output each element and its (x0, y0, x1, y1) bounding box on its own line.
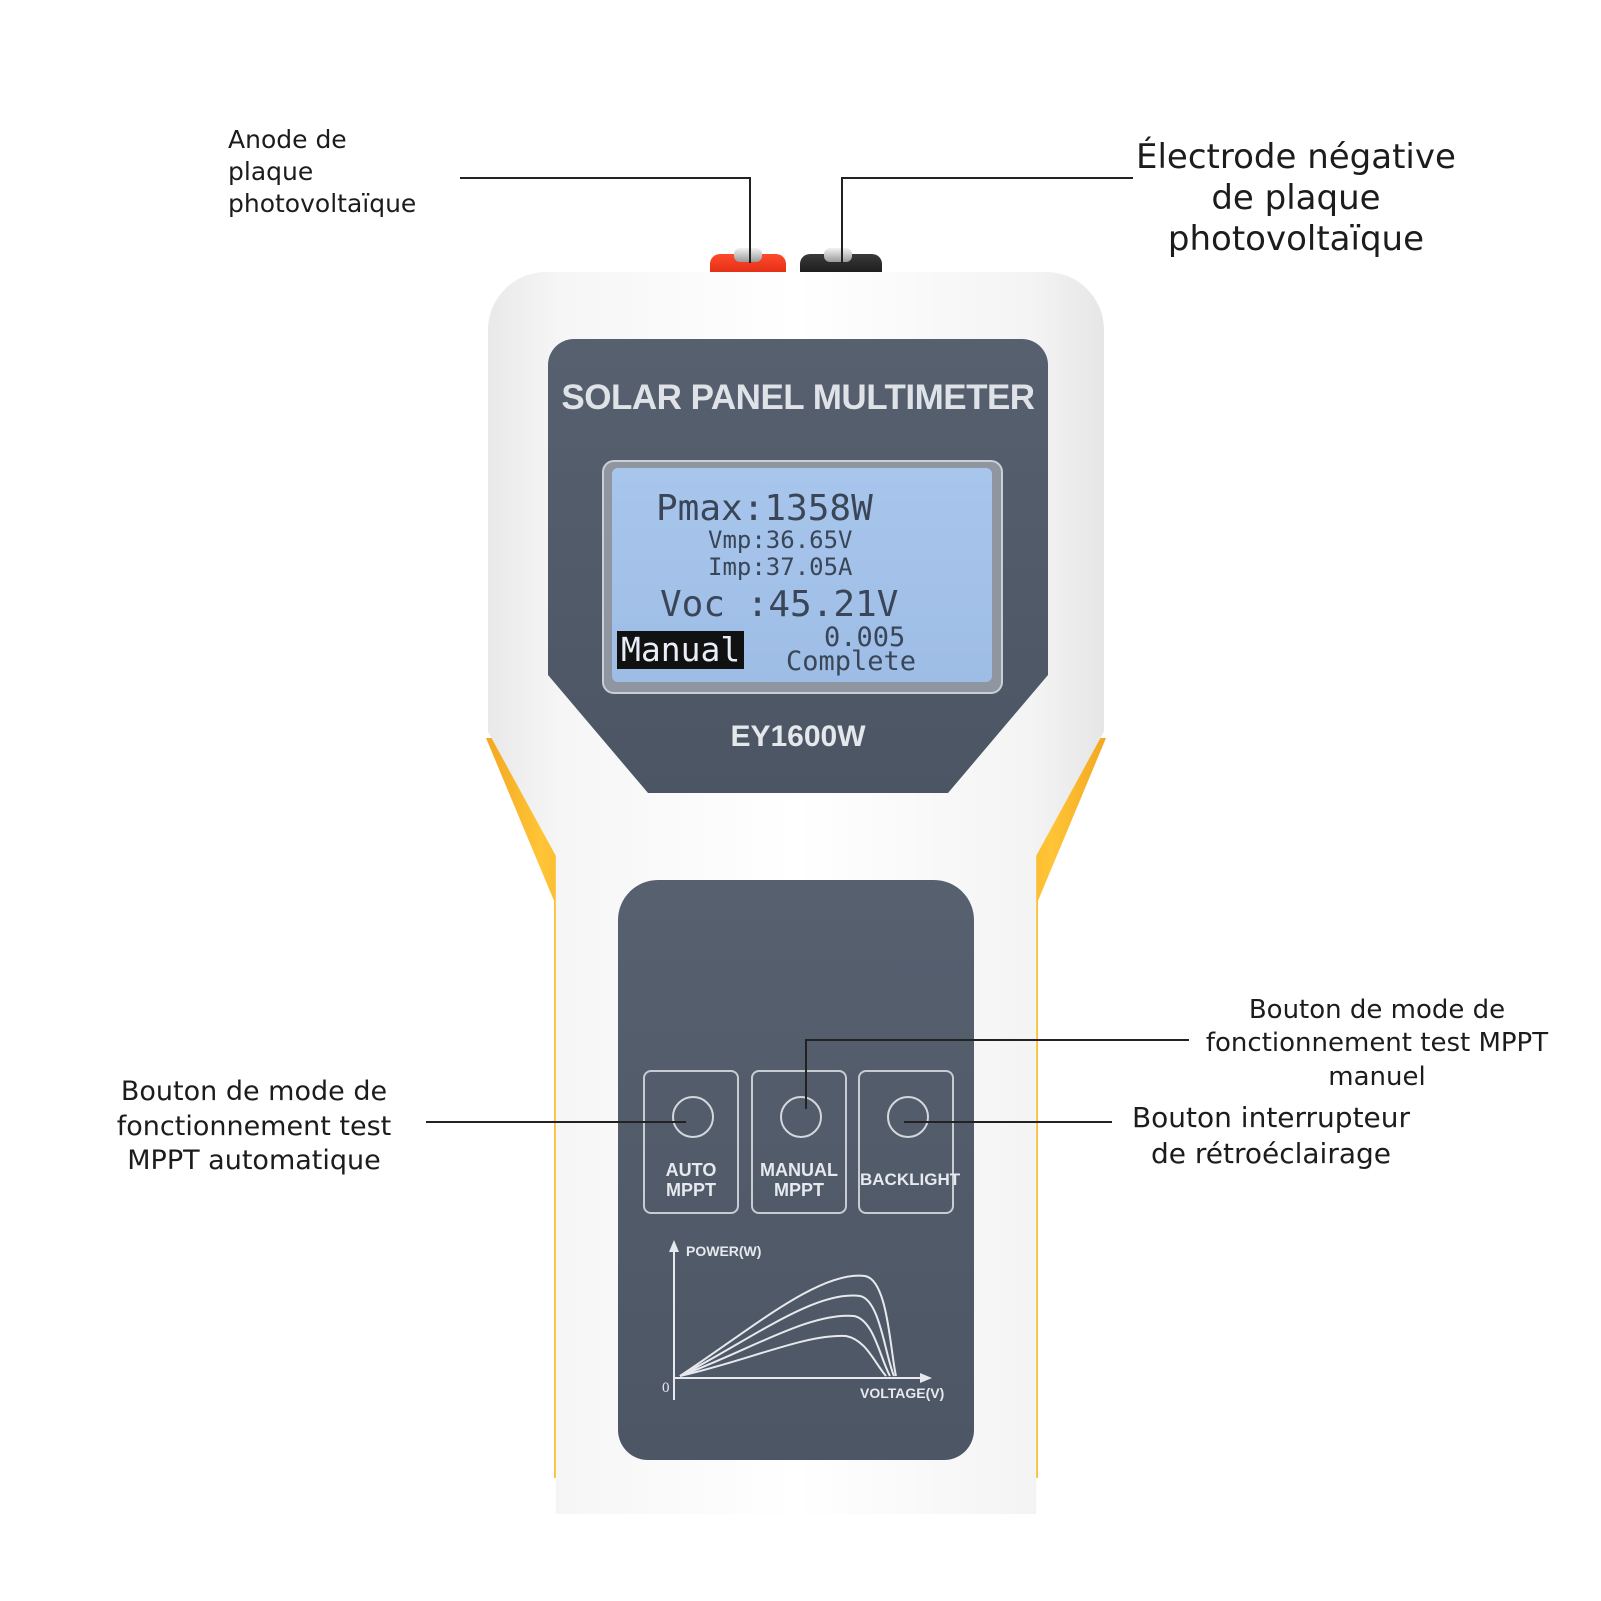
callout-manual-line3: manuel (1328, 1061, 1426, 1092)
power-curve (679, 1334, 887, 1377)
callout-anode-line2: plaque (228, 157, 314, 186)
callout-anode: Anode de plaque photovoltaïque (228, 124, 416, 220)
lcd-status: Complete (786, 646, 917, 677)
lcd-value: 0.005 (824, 622, 906, 653)
power-curve (679, 1314, 891, 1377)
callout-anode-line1: Anode de (228, 125, 347, 154)
callout-negative-line2: de plaque (1211, 177, 1381, 218)
callout-auto-mppt: Bouton de mode de fonctionnement test MP… (106, 1075, 402, 1179)
button-circle-icon (887, 1096, 929, 1138)
leader-line (426, 1121, 686, 1123)
callout-negative-line3: photovoltaïque (1167, 218, 1425, 259)
power-curve (679, 1274, 897, 1377)
backlight-button[interactable]: BACKLIGHT (858, 1070, 961, 1214)
leader-line (841, 177, 1133, 179)
lcd-mode-badge: Manual (617, 631, 745, 669)
callout-anode-line3: photovoltaïque (228, 189, 417, 218)
pv-curve-graphic: POWER(W) VOLTAGE(V) 0 (662, 1240, 944, 1401)
graph-x-label: VOLTAGE(V) (860, 1385, 944, 1401)
manual-mppt-label-line2: MPPT (773, 1180, 824, 1200)
lcd-imp: Imp:37.05A (708, 553, 853, 581)
auto-mppt-label-line1: AUTO (665, 1160, 717, 1180)
button-circle-icon (780, 1096, 822, 1138)
manual-mppt-label-line1: MANUAL (760, 1160, 838, 1180)
lcd-vmp: Vmp:36.65V (708, 526, 853, 554)
leader-line (841, 177, 843, 263)
callout-manual-line2: fonctionnement test MPPT (1205, 1028, 1549, 1059)
callout-manual-mppt: Bouton de mode de fonctionnement test MP… (1188, 994, 1566, 1094)
button-circle-icon (672, 1096, 714, 1138)
callout-negative-line1: Électrode négative (1136, 137, 1456, 177)
leader-line (805, 1039, 1189, 1041)
callout-manual-line1: Bouton de mode de (1248, 995, 1506, 1025)
power-curve (679, 1294, 895, 1377)
manual-mppt-label: MANUAL MPPT (753, 1160, 845, 1200)
leader-line (805, 1039, 807, 1109)
graph-origin: 0 (662, 1380, 670, 1396)
y-axis-arrow-icon (669, 1240, 679, 1252)
leader-line (904, 1121, 1112, 1123)
callout-auto-line3: MPPT automatique (127, 1145, 381, 1177)
callout-negative-electrode: Électrode négative de plaque photovoltaï… (1136, 137, 1456, 259)
device-model: EY1600W (730, 720, 866, 753)
graph-y-label: POWER(W) (686, 1243, 761, 1259)
auto-mppt-button[interactable]: AUTO MPPT (643, 1070, 739, 1214)
auto-mppt-label-line2: MPPT (665, 1180, 716, 1200)
device-title: SOLAR PANEL MULTIMETER (561, 378, 1035, 417)
auto-mppt-label: AUTO MPPT (645, 1160, 737, 1200)
x-axis-arrow-icon (920, 1373, 932, 1383)
callout-backlight-line2: de rétroéclairage (1150, 1136, 1392, 1170)
leader-line (460, 177, 750, 179)
leader-line (749, 177, 751, 263)
callout-auto-line2: fonctionnement test (116, 1110, 392, 1142)
callout-backlight-line1: Bouton interrupteur (1131, 1101, 1411, 1134)
callout-auto-line1: Bouton de mode de (120, 1076, 388, 1107)
backlight-label: BACKLIGHT (860, 1170, 961, 1189)
control-panel (618, 880, 974, 1460)
lcd-voc: Voc :45.21V (660, 584, 899, 625)
lcd-pmax: Pmax:1358W (656, 488, 873, 529)
callout-backlight: Bouton interrupteur de rétroéclairage (1122, 1100, 1420, 1172)
manual-mppt-button[interactable]: MANUAL MPPT (751, 1070, 847, 1214)
